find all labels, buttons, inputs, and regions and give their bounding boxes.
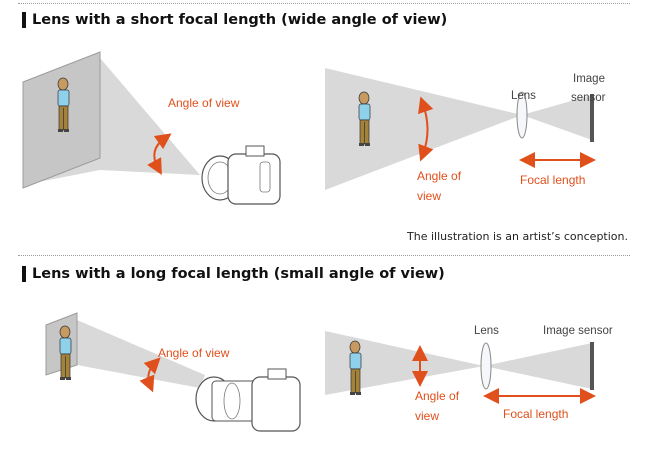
s1-angle-label-right-2: view [417,189,441,203]
s1-angle-label-right-1: Angle of [417,169,462,183]
title-bar-marker [22,266,26,282]
s1-rear-cone [522,95,592,140]
s2-narrow-cone [325,331,484,395]
s2-focal-label: Focal length [503,407,568,421]
s1-image-sensor [590,94,594,142]
s1-sensor-label-1: Image [573,73,605,85]
s2-image-sensor [590,342,594,390]
illustration-note: The illustration is an artist’s concepti… [407,230,628,243]
s2-angle-arc-left [139,357,161,393]
s1-angle-label-left: Angle of view [168,96,240,110]
title-bar-marker [22,12,26,28]
section2-title: Lens with a long focal length (small ang… [22,266,445,282]
s2-lens [480,342,492,390]
s1-angle-arc-right [418,96,434,162]
middle-divider [18,255,630,256]
s1-person-right [358,91,371,147]
s1-person-left [57,77,70,133]
s1-lens [516,91,528,139]
s1-lens-label: Lens [511,90,536,102]
section1-diagram: Angle of view Lens Image sensor Angle of… [22,51,606,205]
section2-title-text: Lens with a long focal length (small ang… [32,266,445,282]
s2-lens-label: Lens [474,325,499,337]
s2-angle-label-right-2: view [415,409,439,423]
s2-sensor-label: Image sensor [543,325,613,337]
section1-title: Lens with a short focal length (wide ang… [22,12,447,28]
s2-view-cone [77,320,205,388]
s2-angle-label-left: Angle of view [158,346,230,360]
s2-person-right [349,340,362,396]
s2-camera [195,368,301,432]
s2-angle-label-right-1: Angle of [415,389,460,403]
s1-sensor-label-2: sensor [571,92,606,104]
section1-title-text: Lens with a short focal length (wide ang… [32,12,448,28]
s1-focal-label: Focal length [520,173,585,187]
s1-camera [201,145,281,205]
s2-rear-cone [484,343,592,389]
section2-diagram: Angle of view Lens Image sensor Angle of… [45,312,613,432]
s2-person-left [59,325,72,381]
s1-angle-arc-left [147,133,172,175]
top-divider [18,3,630,4]
